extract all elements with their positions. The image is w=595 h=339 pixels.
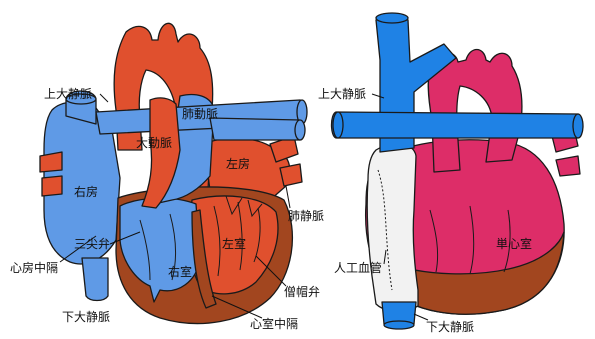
label-conduit: 人工血管 <box>334 260 382 275</box>
label-single-ventricle: 単心室 <box>496 236 532 251</box>
left-pulmonary-vein-lower <box>280 164 302 186</box>
pulmonary-artery-left-branch <box>210 118 305 140</box>
label-ivc-left: 下大静脈 <box>62 310 110 324</box>
artificial-conduit <box>367 144 418 311</box>
right-pulmonary-vein-lower <box>42 176 62 196</box>
label-ventricular-septum: 心室中隔 <box>250 316 298 331</box>
label-svc-right: 上大静脈 <box>318 87 366 101</box>
label-pulmonary-artery: 肺動脈 <box>182 107 218 121</box>
fontan-heart <box>332 13 584 329</box>
label-left-ventricle: 左室 <box>222 236 246 251</box>
label-svc-left: 上大静脈 <box>44 87 92 101</box>
label-atrial-septum: 心房中隔 <box>10 260 58 275</box>
label-tricuspid-valve: 三尖弁 <box>74 236 110 251</box>
label-aorta: 大動脈 <box>136 136 172 150</box>
inferior-vena-cava <box>82 258 108 301</box>
label-right-atrium: 右房 <box>74 184 98 199</box>
label-mitral-valve: 僧帽弁 <box>284 284 320 299</box>
label-left-atrium: 左房 <box>226 156 250 171</box>
right-pulmonary-vein-upper <box>40 152 62 172</box>
fontan-svc-opening <box>376 13 408 23</box>
fontan-pulmonary-artery <box>332 112 583 138</box>
label-right-ventricle: 右室 <box>168 264 192 279</box>
label-ivc-right: 下大静脈 <box>426 320 474 334</box>
fontan-pulmonary-vein-lower <box>556 156 580 176</box>
label-pulmonary-vein: 肺静脈 <box>288 209 324 223</box>
